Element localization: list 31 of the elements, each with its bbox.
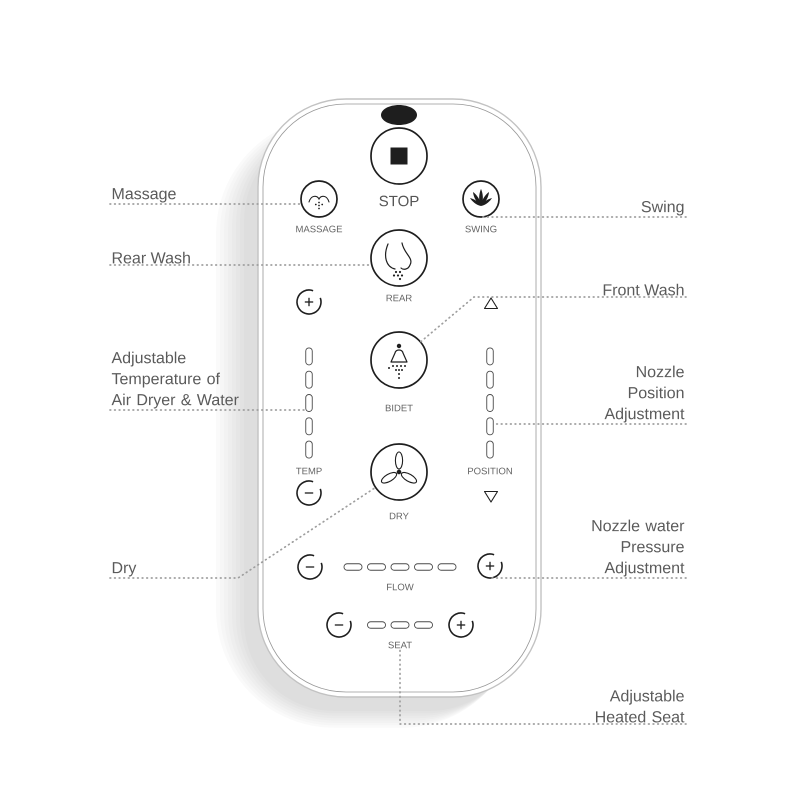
button-label: POSITION [468,468,512,474]
callout-text: Adjustable Temperature of Air Dryer & Water [112,352,239,408]
leader-line [489,577,687,579]
level-bar [486,347,494,459]
callout-text: Rear Wash [112,252,190,264]
leader-line [480,216,687,218]
callout-text: Nozzle water Pressure Adjustment [592,520,684,576]
callout-text: Nozzle Position Adjustment [604,366,684,422]
callout-text: Adjustable Heated Seat [596,690,684,722]
leader-line [420,296,687,343]
leader-line [109,486,376,579]
callout-text: Massage [112,188,176,202]
plus-icon [477,553,503,579]
leader-line [109,203,303,205]
button-label: SEAT [388,642,412,648]
button-label: DRY [390,512,409,520]
level-bar [305,347,313,459]
button-label: STOP [379,196,418,206]
callout-text: Front Wash [604,284,684,296]
button-label: MASSAGE [296,226,342,232]
button-label: BIDET [386,404,413,412]
button-label: TEMP [296,468,322,474]
callout-text: Dry [112,562,136,576]
button-label: SWING [465,226,496,232]
leader-line [109,409,307,411]
button-label: FLOW [387,584,414,590]
leader-line [399,648,687,725]
level-bar [344,563,456,571]
button-label: REAR [386,294,412,302]
remote-control [257,98,542,698]
callout-text: Swing [642,200,684,216]
